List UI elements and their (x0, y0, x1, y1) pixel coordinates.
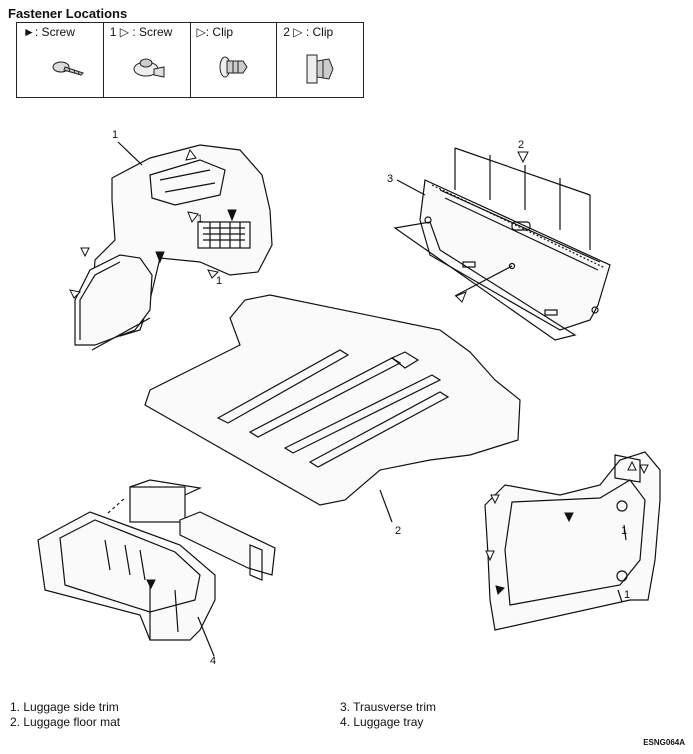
key-item-3: 3. Trausverse trim (340, 700, 437, 714)
callout-3: 3 (387, 173, 393, 185)
fastener-markers (69, 148, 649, 595)
key-item-2: 2. Luggage floor mat (10, 715, 121, 729)
drawing-code: ESNG064A (643, 738, 685, 747)
callout-2-mat: 2 (395, 525, 401, 537)
key-item-1: 1. Luggage side trim (10, 700, 119, 714)
key-item-4: 4. Luggage tray (340, 715, 424, 729)
luggage-side-trim-left (74, 144, 273, 351)
legend-cell-screw: ►: Screw (17, 23, 104, 97)
callout-1-left: 1 (112, 129, 118, 141)
legend-label-clip: ▷: Clip (196, 25, 234, 39)
legend-cell-clip-2: 2 ▷ : Clip (277, 23, 363, 97)
fastener-legend: ►: Screw 1 ▷ : Screw ▷: Clip 2 ▷ : (16, 22, 364, 98)
callout-4: 4 (210, 655, 216, 667)
legend-cell-clip: ▷: Clip (191, 23, 278, 97)
callout-1-screw-b: 1 (216, 275, 222, 287)
callout-2-upper: 2 (518, 139, 524, 151)
luggage-tray (37, 479, 276, 657)
clip-icon (219, 56, 248, 78)
screw-washer-icon (133, 58, 165, 78)
clip-bracket-icon (306, 54, 334, 84)
luggage-floor-mat (144, 294, 521, 523)
diagram-title: Fastener Locations (8, 6, 128, 21)
callout-1-screw-a: 1 (197, 213, 203, 225)
legend-cell-screw-1: 1 ▷ : Screw (104, 23, 191, 97)
callout-1-right-b: 1 (624, 589, 630, 601)
callout-1-right-a: 1 (621, 525, 627, 537)
legend-label-screw-1: 1 ▷ : Screw (109, 25, 173, 39)
screw-icon (52, 61, 84, 76)
transverse-trim (393, 147, 611, 341)
legend-label-screw: ►: Screw (23, 25, 75, 39)
legend-label-clip-2: 2 ▷ : Clip (283, 25, 334, 39)
luggage-side-trim-right (484, 451, 661, 631)
